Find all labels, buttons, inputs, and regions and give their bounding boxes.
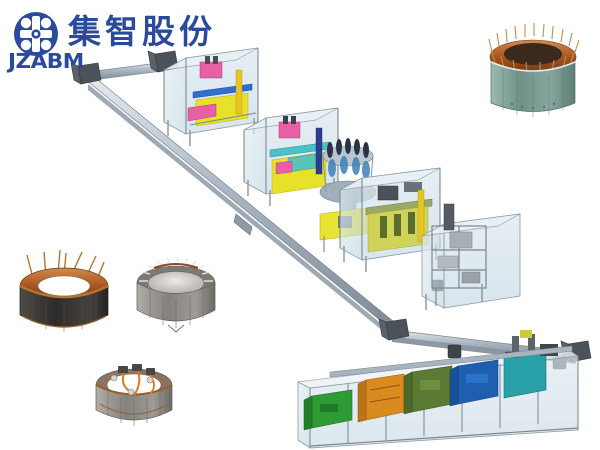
- product-stator-core-slots: [136, 256, 216, 333]
- machine-olive: [403, 365, 453, 415]
- brand-lockup: 集智股份 JZABM: [6, 8, 216, 74]
- brand-name-cn: 集智股份: [68, 12, 216, 51]
- station-pressing: [421, 203, 521, 310]
- product-stator-terminal-harness: [95, 364, 173, 426]
- machine-orange: [357, 373, 405, 423]
- circular-cross-emblem-icon: [14, 12, 58, 56]
- station-insertion: [339, 167, 441, 272]
- machine-blue: [449, 359, 499, 407]
- product-stator-hairpin-assembled: [488, 23, 580, 117]
- gantry-rail-system: [70, 50, 592, 370]
- station-unloading: [296, 330, 579, 449]
- station-loading: [163, 47, 259, 146]
- machine-green-left: [303, 389, 353, 431]
- brand-name-latin: JZABM: [8, 49, 84, 73]
- product-stator-wound-leads: [19, 249, 109, 332]
